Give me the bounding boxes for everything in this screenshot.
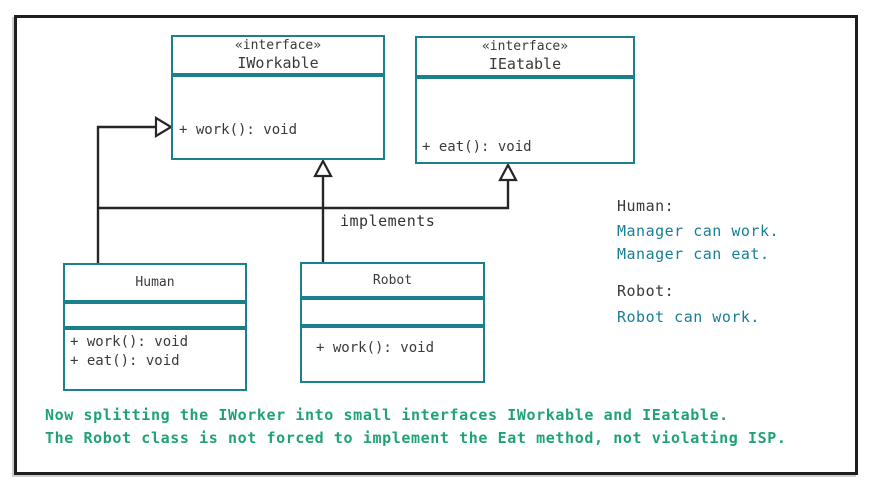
note-robot-label: Robot: bbox=[617, 282, 675, 300]
iworkable-name: IWorkable bbox=[237, 53, 319, 72]
ieatable-name: IEatable bbox=[488, 55, 562, 74]
note-human-line: Manager can work. bbox=[617, 222, 780, 240]
interface-box-iworkable: «interface» IWorkable + work(): void bbox=[171, 35, 385, 160]
ieatable-stereotype: «interface» bbox=[481, 39, 569, 54]
method-line: + work(): void bbox=[316, 340, 435, 356]
robot-attributes bbox=[300, 298, 485, 326]
note-human-label: Human: bbox=[617, 197, 675, 215]
caption-line: Now splitting the IWorker into small int… bbox=[45, 406, 729, 424]
iworkable-stereotype: «interface» bbox=[234, 37, 322, 53]
class-box-human: Human + work(): void + eat(): void bbox=[63, 263, 247, 391]
iworkable-header: «interface» IWorkable bbox=[171, 35, 385, 75]
edge-label-implements: implements bbox=[340, 212, 436, 230]
interface-box-ieatable: «interface» IEatable + eat(): void bbox=[415, 36, 635, 164]
caption-line: The Robot class is not forced to impleme… bbox=[45, 429, 787, 447]
ieatable-methods: + eat(): void bbox=[415, 77, 635, 164]
iworkable-methods: + work(): void bbox=[171, 75, 385, 160]
note-robot-line: Robot can work. bbox=[617, 308, 760, 326]
human-methods: + work(): void + eat(): void bbox=[63, 328, 247, 391]
note-human-line: Manager can eat. bbox=[617, 245, 770, 263]
robot-methods: + work(): void bbox=[300, 326, 485, 383]
method-line: + work(): void bbox=[179, 122, 298, 138]
human-attributes bbox=[63, 302, 247, 328]
human-title: Human bbox=[63, 263, 247, 302]
method-line: + eat(): void bbox=[422, 139, 532, 155]
ieatable-header: «interface» IEatable bbox=[415, 36, 635, 77]
robot-title: Robot bbox=[300, 262, 485, 298]
method-line: + eat(): void bbox=[70, 353, 180, 369]
class-box-robot: Robot + work(): void bbox=[300, 262, 485, 383]
method-line: + work(): void bbox=[70, 334, 189, 350]
